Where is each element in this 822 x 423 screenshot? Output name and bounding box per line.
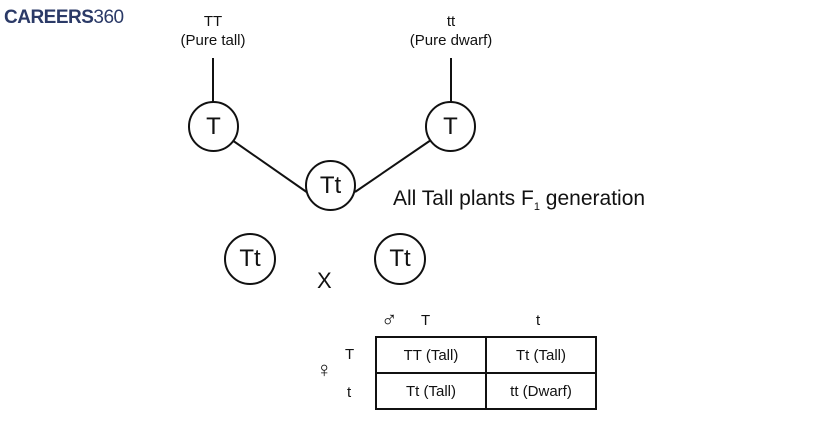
f1-caption: All Tall plants F1 generation [393,187,645,213]
punnett-row: TT (Tall) Tt (Tall) [375,336,597,374]
female-gamete-2: t [347,384,352,401]
right-parent-label: tt (Pure dwarf) [396,12,506,50]
right-parent-description: (Pure dwarf) [409,32,493,49]
punnett-cell: tt (Dwarf) [485,372,597,410]
male-gamete-1: T [421,312,431,329]
f1-caption-end: generation [539,187,646,210]
female-symbol-icon: ♀ [316,357,333,382]
left-parent-genotype: TT [203,13,223,30]
left-parent-label: TT (Pure tall) [163,12,263,50]
logo-light: 360 [93,7,124,28]
right-gamete-node: T [425,101,476,152]
f1-caption-sub: 1 [533,201,540,214]
f1-caption-main: All Tall plants F [393,187,534,210]
male-symbol-icon: ♂ [381,307,398,332]
female-gamete-1: T [345,346,355,363]
careers360-logo: CAREERS360 [4,7,124,29]
punnett-cell: TT (Tall) [375,336,487,374]
left-parent-description: (Pure tall) [180,32,246,49]
punnett-cell: Tt (Tall) [375,372,487,410]
cross-symbol: X [317,268,332,293]
punnett-cell: Tt (Tall) [485,336,597,374]
f1-node: Tt [305,160,356,211]
right-to-f1-line [354,139,432,193]
right-parent-genotype: tt [446,13,456,30]
punnett-square: TT (Tall) Tt (Tall) Tt (Tall) tt (Dwarf) [375,336,597,410]
logo-bold: CAREERS [4,7,94,28]
punnett-row: Tt (Tall) tt (Dwarf) [375,372,597,410]
left-to-f1-line [231,139,309,194]
cross-right-node: Tt [374,233,426,285]
cross-left-node: Tt [224,233,276,285]
male-gamete-2: t [536,312,541,329]
left-gamete-node: T [188,101,239,152]
